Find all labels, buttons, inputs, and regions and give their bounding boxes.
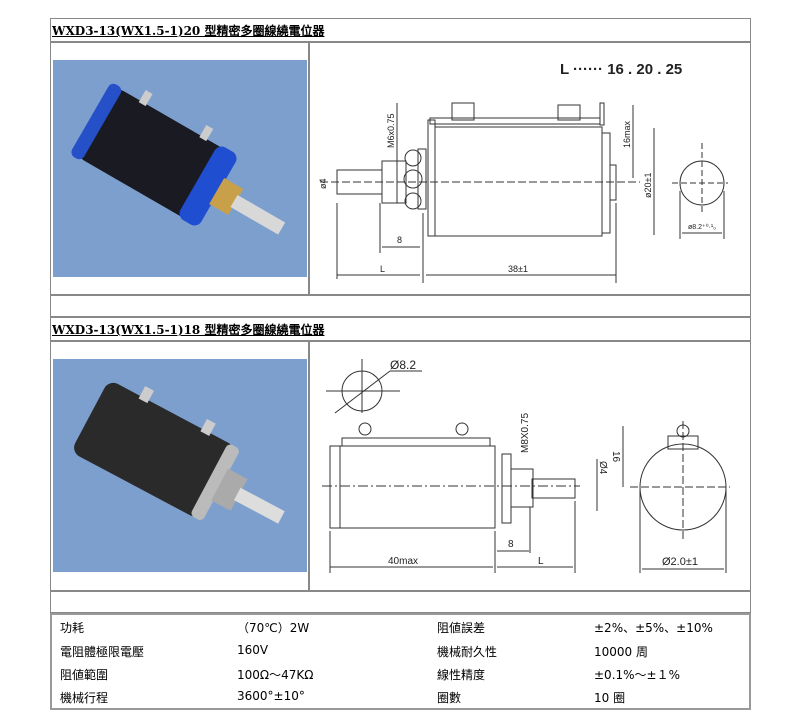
svg-text:8: 8: [508, 539, 514, 550]
spec-value: （70℃）2W: [237, 621, 310, 635]
svg-text:ø4: ø4: [318, 178, 328, 189]
spacer-row-2: [50, 591, 751, 613]
section-title-2: WXD3-13(WX1.5-1)18 型精密多圈線繞電位器: [52, 323, 325, 337]
svg-text:38±1: 38±1: [508, 264, 528, 274]
title-row-1: [50, 18, 751, 42]
spec-table: [50, 613, 751, 710]
svg-text:Ø4: Ø4: [597, 461, 608, 475]
spec-label: 機械耐久性: [437, 645, 498, 659]
spec-label: 線性精度: [437, 668, 486, 682]
spec-value: 100Ω～47KΩ: [237, 668, 314, 682]
spec-label: 機械行程: [60, 691, 109, 705]
title-row-2: [50, 317, 751, 341]
svg-text:16: 16: [610, 451, 621, 463]
svg-text:8: 8: [397, 235, 402, 245]
spec-value: 10 圈: [594, 691, 626, 705]
spec-label: 電阻體極限電壓: [60, 645, 145, 659]
spec-label: 阻値範圍: [60, 668, 109, 682]
svg-text:L ······ 16 . 20 . 25: L ······ 16 . 20 . 25: [560, 61, 682, 78]
svg-text:ø20±1: ø20±1: [643, 173, 653, 198]
spacer-row-1: [50, 295, 751, 317]
spec-value: 160V: [237, 643, 269, 657]
product-photo-black-potentiometer: [53, 359, 307, 572]
spec-value: ±0.1%～±１%: [594, 668, 680, 682]
spec-label: 阻値誤差: [437, 621, 486, 635]
spec-value: 10000 周: [594, 645, 648, 659]
svg-text:M6x0.75: M6x0.75: [386, 113, 396, 148]
spec-value: 3600°±10°: [237, 689, 305, 703]
product-photo-blue-potentiometer: [53, 60, 307, 277]
svg-text:Ø8.2: Ø8.2: [390, 358, 416, 372]
svg-text:ø8.2⁺⁰·¹₀: ø8.2⁺⁰·¹₀: [688, 223, 716, 231]
svg-text:L: L: [538, 556, 544, 567]
dimension-drawing-1: L ······ 16 . 20 . 25 M6x0.75 ø4 8 L 38±…: [318, 61, 728, 283]
drawing-cell-1: [309, 42, 751, 295]
svg-text:16max: 16max: [622, 120, 632, 148]
svg-text:L: L: [380, 264, 385, 274]
svg-text:40max: 40max: [388, 556, 418, 567]
spec-label: 功耗: [60, 621, 85, 635]
section-title-1: WXD3-13(WX1.5-1)20 型精密多圈線繞電位器: [52, 24, 325, 38]
spec-label: 圈數: [437, 691, 462, 705]
svg-text:Ø2.0±1: Ø2.0±1: [662, 556, 698, 568]
dimension-drawing-2: Ø8.2 M8X0.75 8 40max L Ø4 16 Ø2.0±1: [322, 358, 730, 573]
spec-value: ±2%、±5%、±10%: [594, 621, 713, 635]
svg-text:M8X0.75: M8X0.75: [520, 413, 531, 453]
